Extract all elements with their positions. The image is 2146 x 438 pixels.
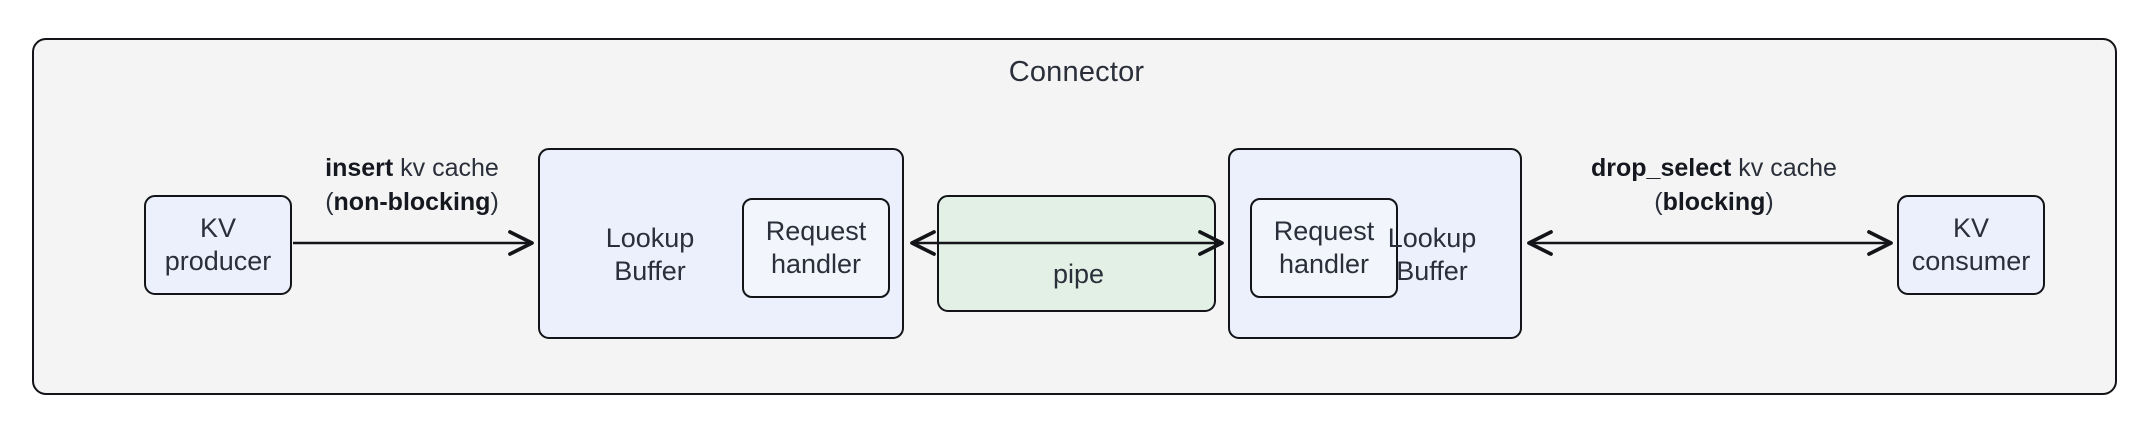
lookup-buffer-right-label: Lookup Buffer <box>1387 223 1477 286</box>
edge-label-drop-select-line1: drop_select kv cache <box>1528 152 1900 186</box>
edge-label-insert: insert kv cache (non-blocking) <box>288 152 536 219</box>
drop-select-paren-close: ) <box>1765 187 1774 216</box>
kv-producer-label: KV producer <box>164 213 272 276</box>
request-handler-left[interactable]: Request handler <box>742 198 890 298</box>
kv-producer-node[interactable]: KV producer <box>144 195 292 295</box>
edge-label-insert-line1: insert kv cache <box>288 152 536 186</box>
request-handler-right[interactable]: Request handler <box>1250 198 1398 298</box>
drop-select-mode: blocking <box>1662 187 1766 216</box>
edge-label-drop-select-line2: (blocking) <box>1528 186 1900 220</box>
insert-object: kv cache <box>393 154 499 182</box>
request-handler-right-label: Request handler <box>1273 216 1375 279</box>
edge-label-insert-line2: (non-blocking) <box>288 186 536 220</box>
drop-select-object: kv cache <box>1731 154 1837 182</box>
insert-paren-open: ( <box>325 187 334 216</box>
pipe-label: pipe <box>1052 259 1105 289</box>
edge-label-drop-select: drop_select kv cache (blocking) <box>1528 152 1900 219</box>
lookup-buffer-left[interactable]: Lookup Buffer Request handler <box>538 148 904 339</box>
insert-mode: non-blocking <box>333 187 491 216</box>
kv-consumer-label: KV consumer <box>1911 213 2031 276</box>
kv-consumer-node[interactable]: KV consumer <box>1897 195 2045 295</box>
insert-paren-close: ) <box>490 187 499 216</box>
lookup-buffer-left-label: Lookup Buffer <box>605 223 695 286</box>
drop-select-paren-open: ( <box>1654 187 1663 216</box>
pipe-node[interactable]: pipe <box>937 195 1216 312</box>
drop-select-op: drop_select <box>1591 154 1732 182</box>
lookup-buffer-right[interactable]: Request handler Lookup Buffer <box>1228 148 1522 339</box>
request-handler-left-label: Request handler <box>765 216 867 279</box>
connector-title: Connector <box>1008 56 1145 88</box>
insert-op: insert <box>325 154 394 182</box>
